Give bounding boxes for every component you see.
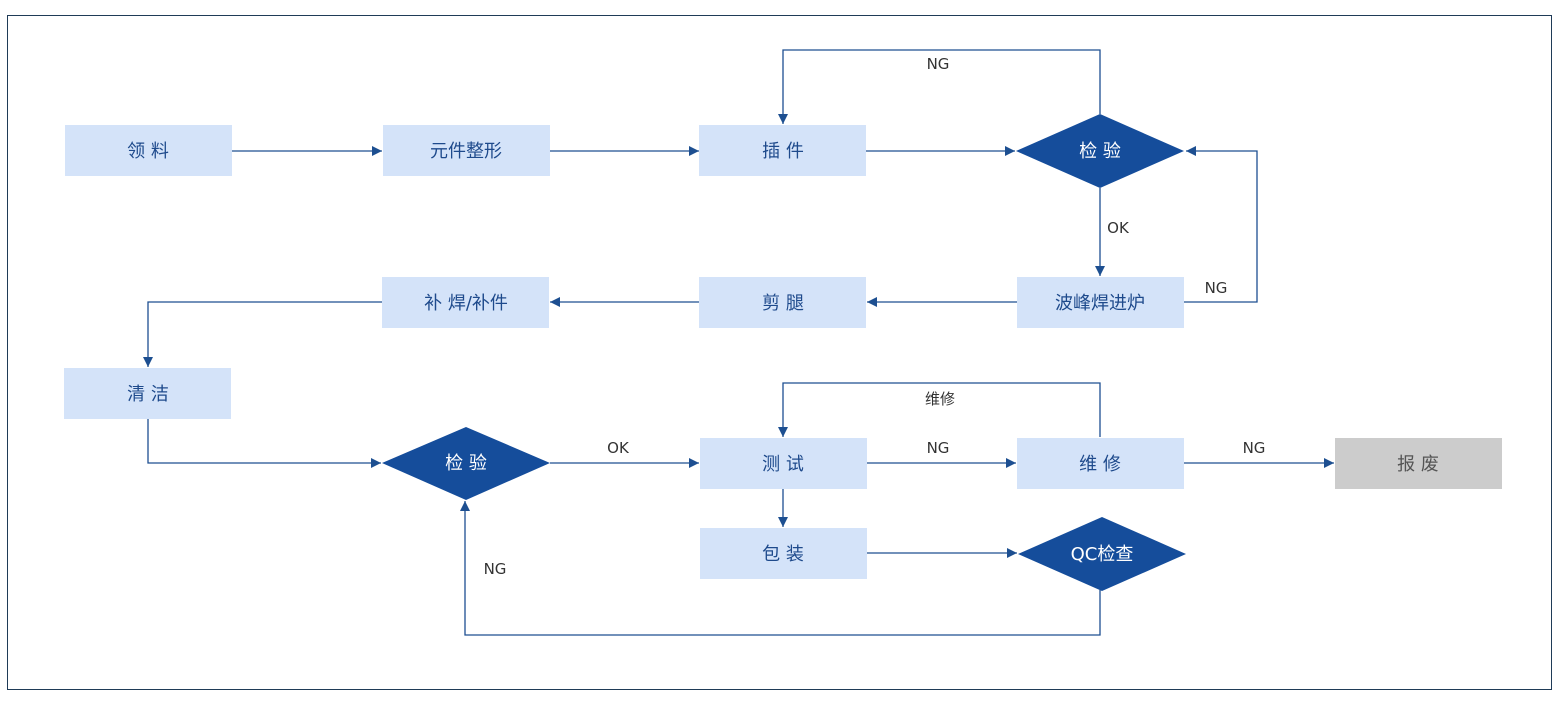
edge-bofeng-ng-jianyan1: [1184, 146, 1258, 303]
node-jiantui: 剪 腿: [699, 277, 866, 328]
edge-weixiu-repair-ceshi: [778, 382, 1101, 437]
node-baofei-label: 报 废: [1397, 454, 1439, 475]
label-ok-test: OK: [607, 439, 630, 457]
node-baozhuang-label: 包 装: [762, 544, 804, 565]
node-chajian-label: 插 件: [762, 141, 804, 162]
node-bofeng: 波峰焊进炉: [1017, 277, 1184, 328]
node-lingliao-label: 领 料: [127, 141, 169, 162]
node-ceshi: 测 试: [700, 438, 867, 489]
label-ng-qc: NG: [484, 560, 507, 578]
node-yuanjian-label: 元件整形: [430, 141, 502, 162]
edge-qingjie-jianyan2: [147, 419, 381, 468]
node-lingliao: 领 料: [65, 125, 232, 176]
label-ng-scrap: NG: [1243, 439, 1266, 457]
node-weixiu-label: 维 修: [1079, 454, 1121, 475]
edge-qc-ng-jianyan2: [460, 501, 1101, 636]
node-jiantui-label: 剪 腿: [762, 293, 804, 314]
label-ng-top: NG: [927, 55, 950, 73]
node-bofeng-label: 波峰焊进炉: [1055, 293, 1145, 314]
node-chajian: 插 件: [699, 125, 866, 176]
label-ok-down: OK: [1107, 219, 1130, 237]
node-weixiu: 维 修: [1017, 438, 1184, 489]
diagram-frame: [7, 15, 1552, 690]
label-ng-repair: NG: [927, 439, 950, 457]
node-ceshi-label: 测 试: [762, 454, 804, 475]
node-qc-label: QC检查: [1071, 544, 1134, 565]
node-jianyan2: 检 验: [382, 427, 550, 500]
node-qingjie: 清 洁: [64, 368, 231, 419]
node-jianyan1: 检 验: [1016, 114, 1184, 188]
node-yuanjian: 元件整形: [383, 125, 550, 176]
node-jianyan2-label: 检 验: [445, 453, 487, 474]
edge-jianyan1-ng-chajian: [778, 49, 1101, 124]
edge-buhan-qingjie: [143, 301, 382, 367]
node-buhan: 补 焊/补件: [382, 277, 549, 328]
node-qc: QC检查: [1018, 517, 1186, 591]
node-jianyan1-label: 检 验: [1079, 141, 1121, 162]
label-repair-loop: 维修: [925, 390, 955, 408]
node-baofei: 报 废: [1335, 438, 1502, 489]
node-qingjie-label: 清 洁: [127, 384, 169, 405]
label-ng-right: NG: [1205, 279, 1228, 297]
node-baozhuang: 包 装: [700, 528, 867, 579]
node-buhan-label: 补 焊/补件: [424, 293, 508, 314]
